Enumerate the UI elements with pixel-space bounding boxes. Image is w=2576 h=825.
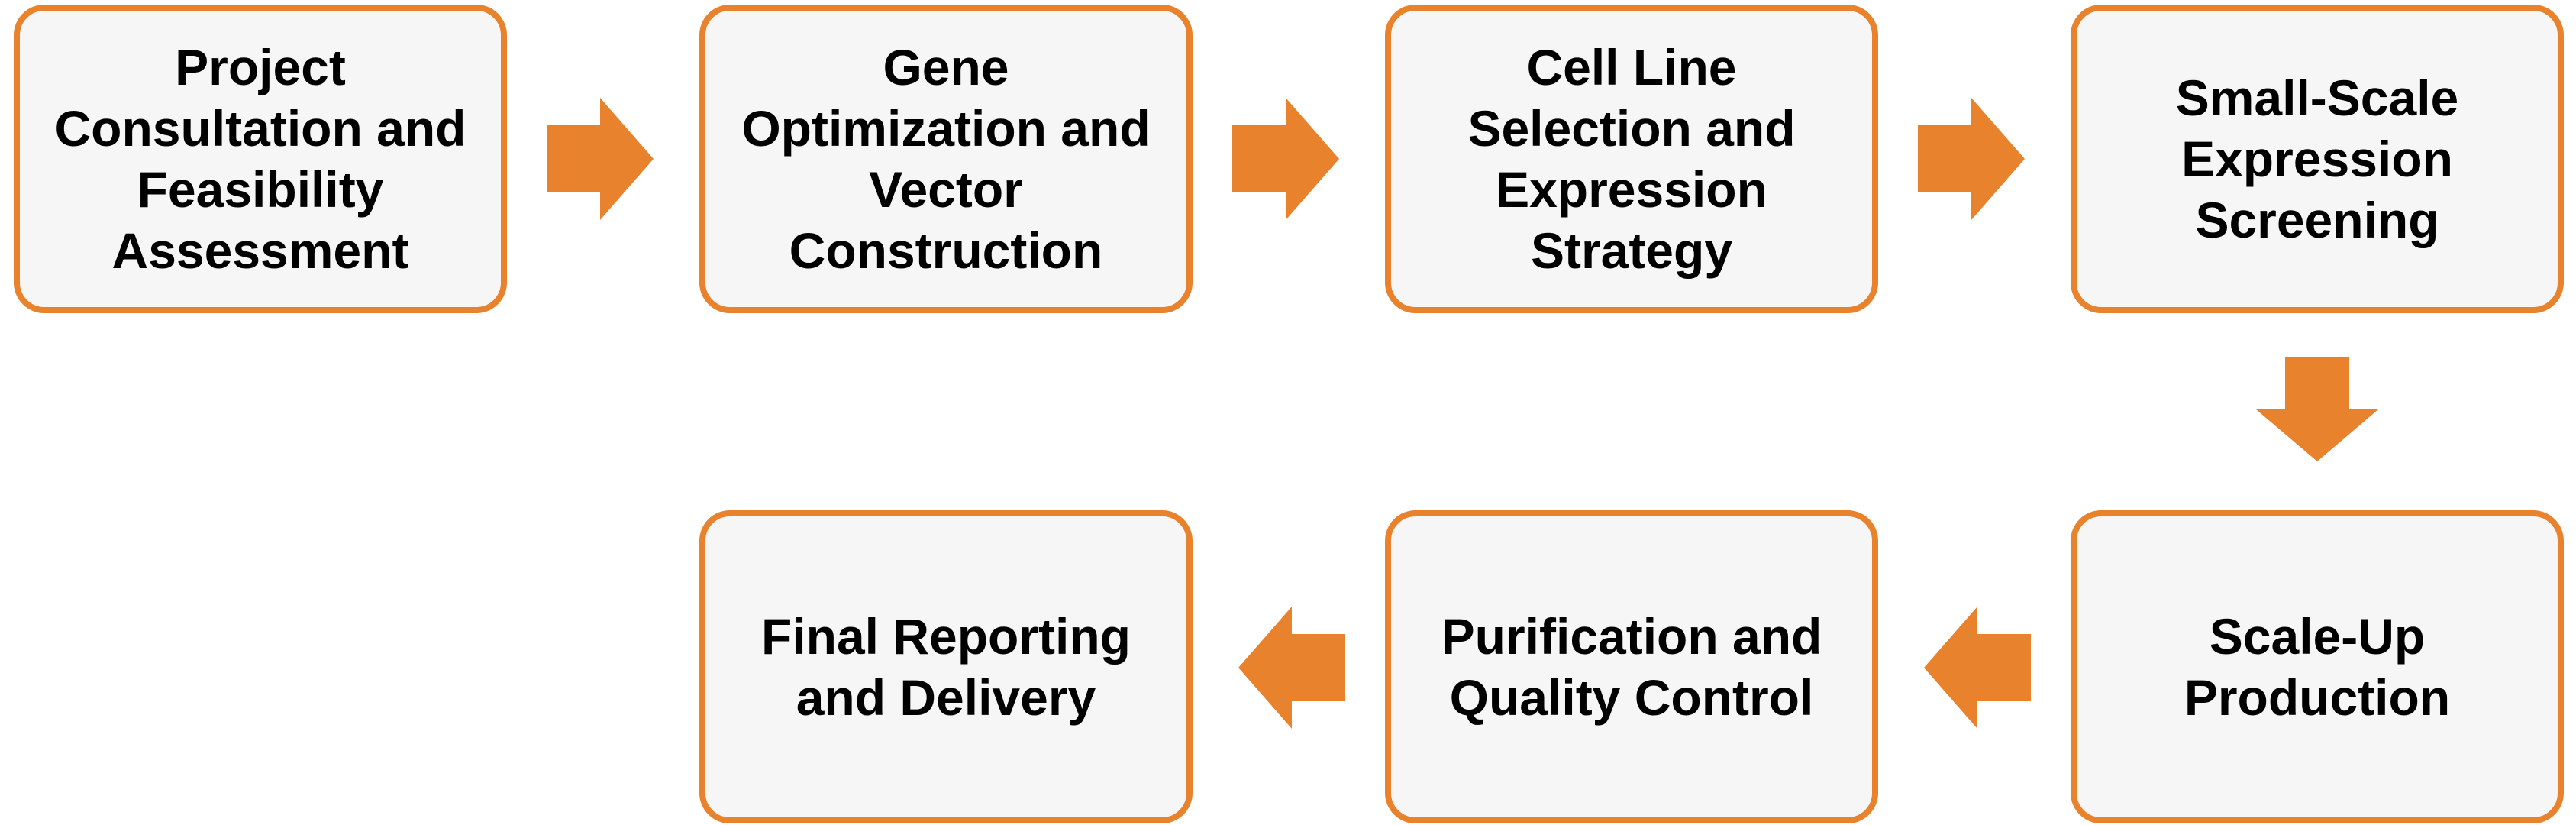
arrow-right-icon	[1918, 98, 2025, 220]
arrow-left-icon	[1238, 607, 1345, 729]
step-box-cell-line-selection: Cell Line Selection and Expression Strat…	[1385, 5, 1878, 313]
step-label: Final Reporting and Delivery	[761, 608, 1131, 726]
step-box-purification-quality-control: Purification and Quality Control	[1385, 510, 1878, 823]
step-box-scale-up-production: Scale-Up Production	[2071, 510, 2564, 823]
step-box-gene-optimization: Gene Optimization and Vector Constructio…	[699, 5, 1193, 313]
arrow-down-icon	[2256, 358, 2378, 461]
step-label: Scale-Up Production	[2184, 608, 2451, 726]
arrow-right-icon	[1232, 98, 1339, 220]
step-label: Small-Scale Expression Screening	[2175, 70, 2459, 248]
arrow-right-icon	[547, 98, 654, 220]
step-label: Gene Optimization and Vector Constructio…	[741, 39, 1151, 279]
arrow-left-icon	[1924, 607, 2031, 729]
step-label: Purification and Quality Control	[1441, 608, 1822, 726]
step-label: Cell Line Selection and Expression Strat…	[1467, 39, 1796, 279]
step-box-small-scale-screening: Small-Scale Expression Screening	[2071, 5, 2564, 313]
step-box-final-reporting-delivery: Final Reporting and Delivery	[699, 510, 1193, 823]
step-box-project-consultation: Project Consultation and Feasibility Ass…	[14, 5, 507, 313]
step-label: Project Consultation and Feasibility Ass…	[54, 39, 466, 279]
